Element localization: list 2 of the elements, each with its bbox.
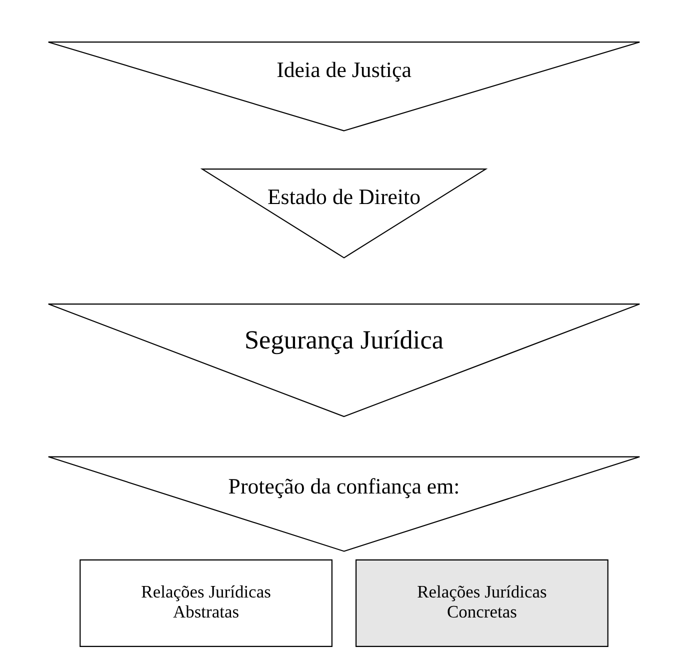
node-box: Relações Jurídicas Concretas — [356, 559, 608, 648]
node-box: Relações Jurídicas Abstratas — [80, 559, 332, 648]
